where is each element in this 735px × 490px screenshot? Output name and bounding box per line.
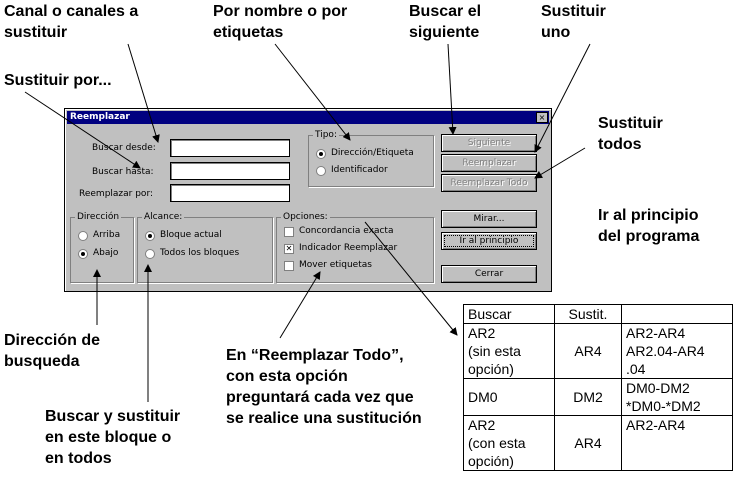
tipo-radio-direccion[interactable] [316, 149, 326, 159]
direccion-radio-arriba[interactable] [78, 231, 88, 241]
opciones-group: Opciones: Concordancia exacta ✕ Indicado… [276, 212, 434, 283]
table-row: AR2 (sin esta opción) AR4 AR2-AR4 AR2.04… [463, 323, 733, 379]
opciones-label-mover: Mover etiquetas [299, 260, 372, 270]
table-cell: AR2 (sin esta opción) [463, 323, 555, 379]
table-cell: AR2-AR4 AR2.04-AR4 .04 [621, 323, 733, 379]
opciones-check-mover[interactable] [284, 261, 294, 271]
table-cell: DM0 [463, 378, 555, 416]
siguiente-button[interactable]: Siguiente [441, 134, 537, 152]
tipo-label-direccion: Dirección/Etiqueta [331, 148, 414, 158]
alcance-radio-todos[interactable] [145, 249, 155, 259]
reemplazar-por-input[interactable] [170, 184, 290, 202]
example-table: Buscar Sustit. AR2 (sin esta opción) AR4… [463, 304, 733, 471]
opciones-check-indicador[interactable]: ✕ [284, 244, 294, 254]
table-header-cell [621, 304, 733, 324]
direccion-label-arriba: Arriba [93, 230, 121, 240]
table-cell: AR2 (con esta opción) [463, 415, 555, 471]
opciones-check-concordancia[interactable] [284, 227, 294, 237]
opciones-label-indicador: Indicador Reemplazar [299, 243, 398, 253]
tipo-radio-identificador[interactable] [316, 166, 326, 176]
alcance-label-todos: Todos los bloques [160, 248, 240, 258]
callout-direccion: Dirección de busqueda [4, 332, 101, 370]
direccion-title: Dirección [75, 212, 122, 222]
tipo-label-identificador: Identificador [331, 165, 388, 175]
opciones-title: Opciones: [281, 212, 330, 222]
opciones-label-concordancia: Concordancia exacta [299, 226, 394, 236]
callout-buscar-siguiente: Buscar el siguiente [409, 3, 482, 41]
direccion-radio-abajo[interactable] [78, 249, 88, 259]
table-cell: AR2-AR4 [621, 415, 733, 471]
cerrar-button[interactable]: Cerrar [441, 265, 537, 283]
ir-principio-button[interactable]: Ir al principio [441, 232, 537, 250]
table-cell: AR4 [554, 323, 622, 379]
table-header-cell: Buscar [463, 304, 555, 324]
reemplazar-button[interactable]: Reemplazar [441, 154, 537, 172]
callout-ir-principio: Ir al principio del programa [598, 207, 700, 245]
alcance-title: Alcance: [142, 212, 185, 222]
table-row: AR2 (con esta opción) AR4 AR2-AR4 [463, 415, 733, 471]
callout-canal: Canal o canales a sustituir [4, 3, 139, 41]
table-cell: DM0-DM2 *DM0-*DM2 [621, 378, 733, 416]
alcance-group: Alcance: Bloque actual Todos los bloques [137, 212, 273, 283]
callout-sustituir-todos: Sustituir todos [598, 115, 663, 153]
callout-sustituir-uno: Sustituir uno [541, 3, 606, 41]
tipo-title: Tipo: [313, 130, 339, 140]
callout-reemplazar-todo: En “Reemplazar Todo”, con esta opción pr… [226, 347, 422, 427]
callout-nombre: Por nombre o por etiquetas [213, 3, 348, 41]
close-icon[interactable]: × [536, 112, 548, 123]
alcance-radio-bloque-actual[interactable] [145, 231, 155, 241]
mirar-button[interactable]: Mirar... [441, 210, 537, 228]
buscar-hasta-input[interactable] [170, 162, 290, 180]
buscar-desde-label: Buscar desde: [92, 143, 156, 153]
callout-sustituir-por: Sustituir por... [4, 72, 112, 89]
table-header-row: Buscar Sustit. [463, 304, 733, 324]
callout-buscar-bloque: Buscar y sustituir en este bloque o en t… [45, 408, 181, 467]
table-header-cell: Sustit. [554, 304, 622, 324]
reemplazar-todo-button[interactable]: Reemplazar Todo [441, 174, 537, 192]
replace-dialog: Reemplazar × Buscar desde: Buscar hasta:… [64, 108, 552, 292]
direccion-label-abajo: Abajo [93, 248, 119, 258]
buscar-desde-input[interactable] [170, 139, 290, 157]
alcance-label-bloque-actual: Bloque actual [160, 230, 222, 240]
reemplazar-por-label: Reemplazar por: [79, 189, 154, 199]
table-row: DM0 DM2 DM0-DM2 *DM0-*DM2 [463, 378, 733, 416]
table-cell: AR4 [554, 415, 622, 471]
table-cell: DM2 [554, 378, 622, 416]
buscar-hasta-label: Buscar hasta: [92, 167, 154, 177]
direccion-group: Dirección Arriba Abajo [70, 212, 134, 283]
dialog-title: Reemplazar [67, 111, 549, 124]
tipo-group: Tipo: Dirección/Etiqueta Identificador [308, 130, 434, 187]
